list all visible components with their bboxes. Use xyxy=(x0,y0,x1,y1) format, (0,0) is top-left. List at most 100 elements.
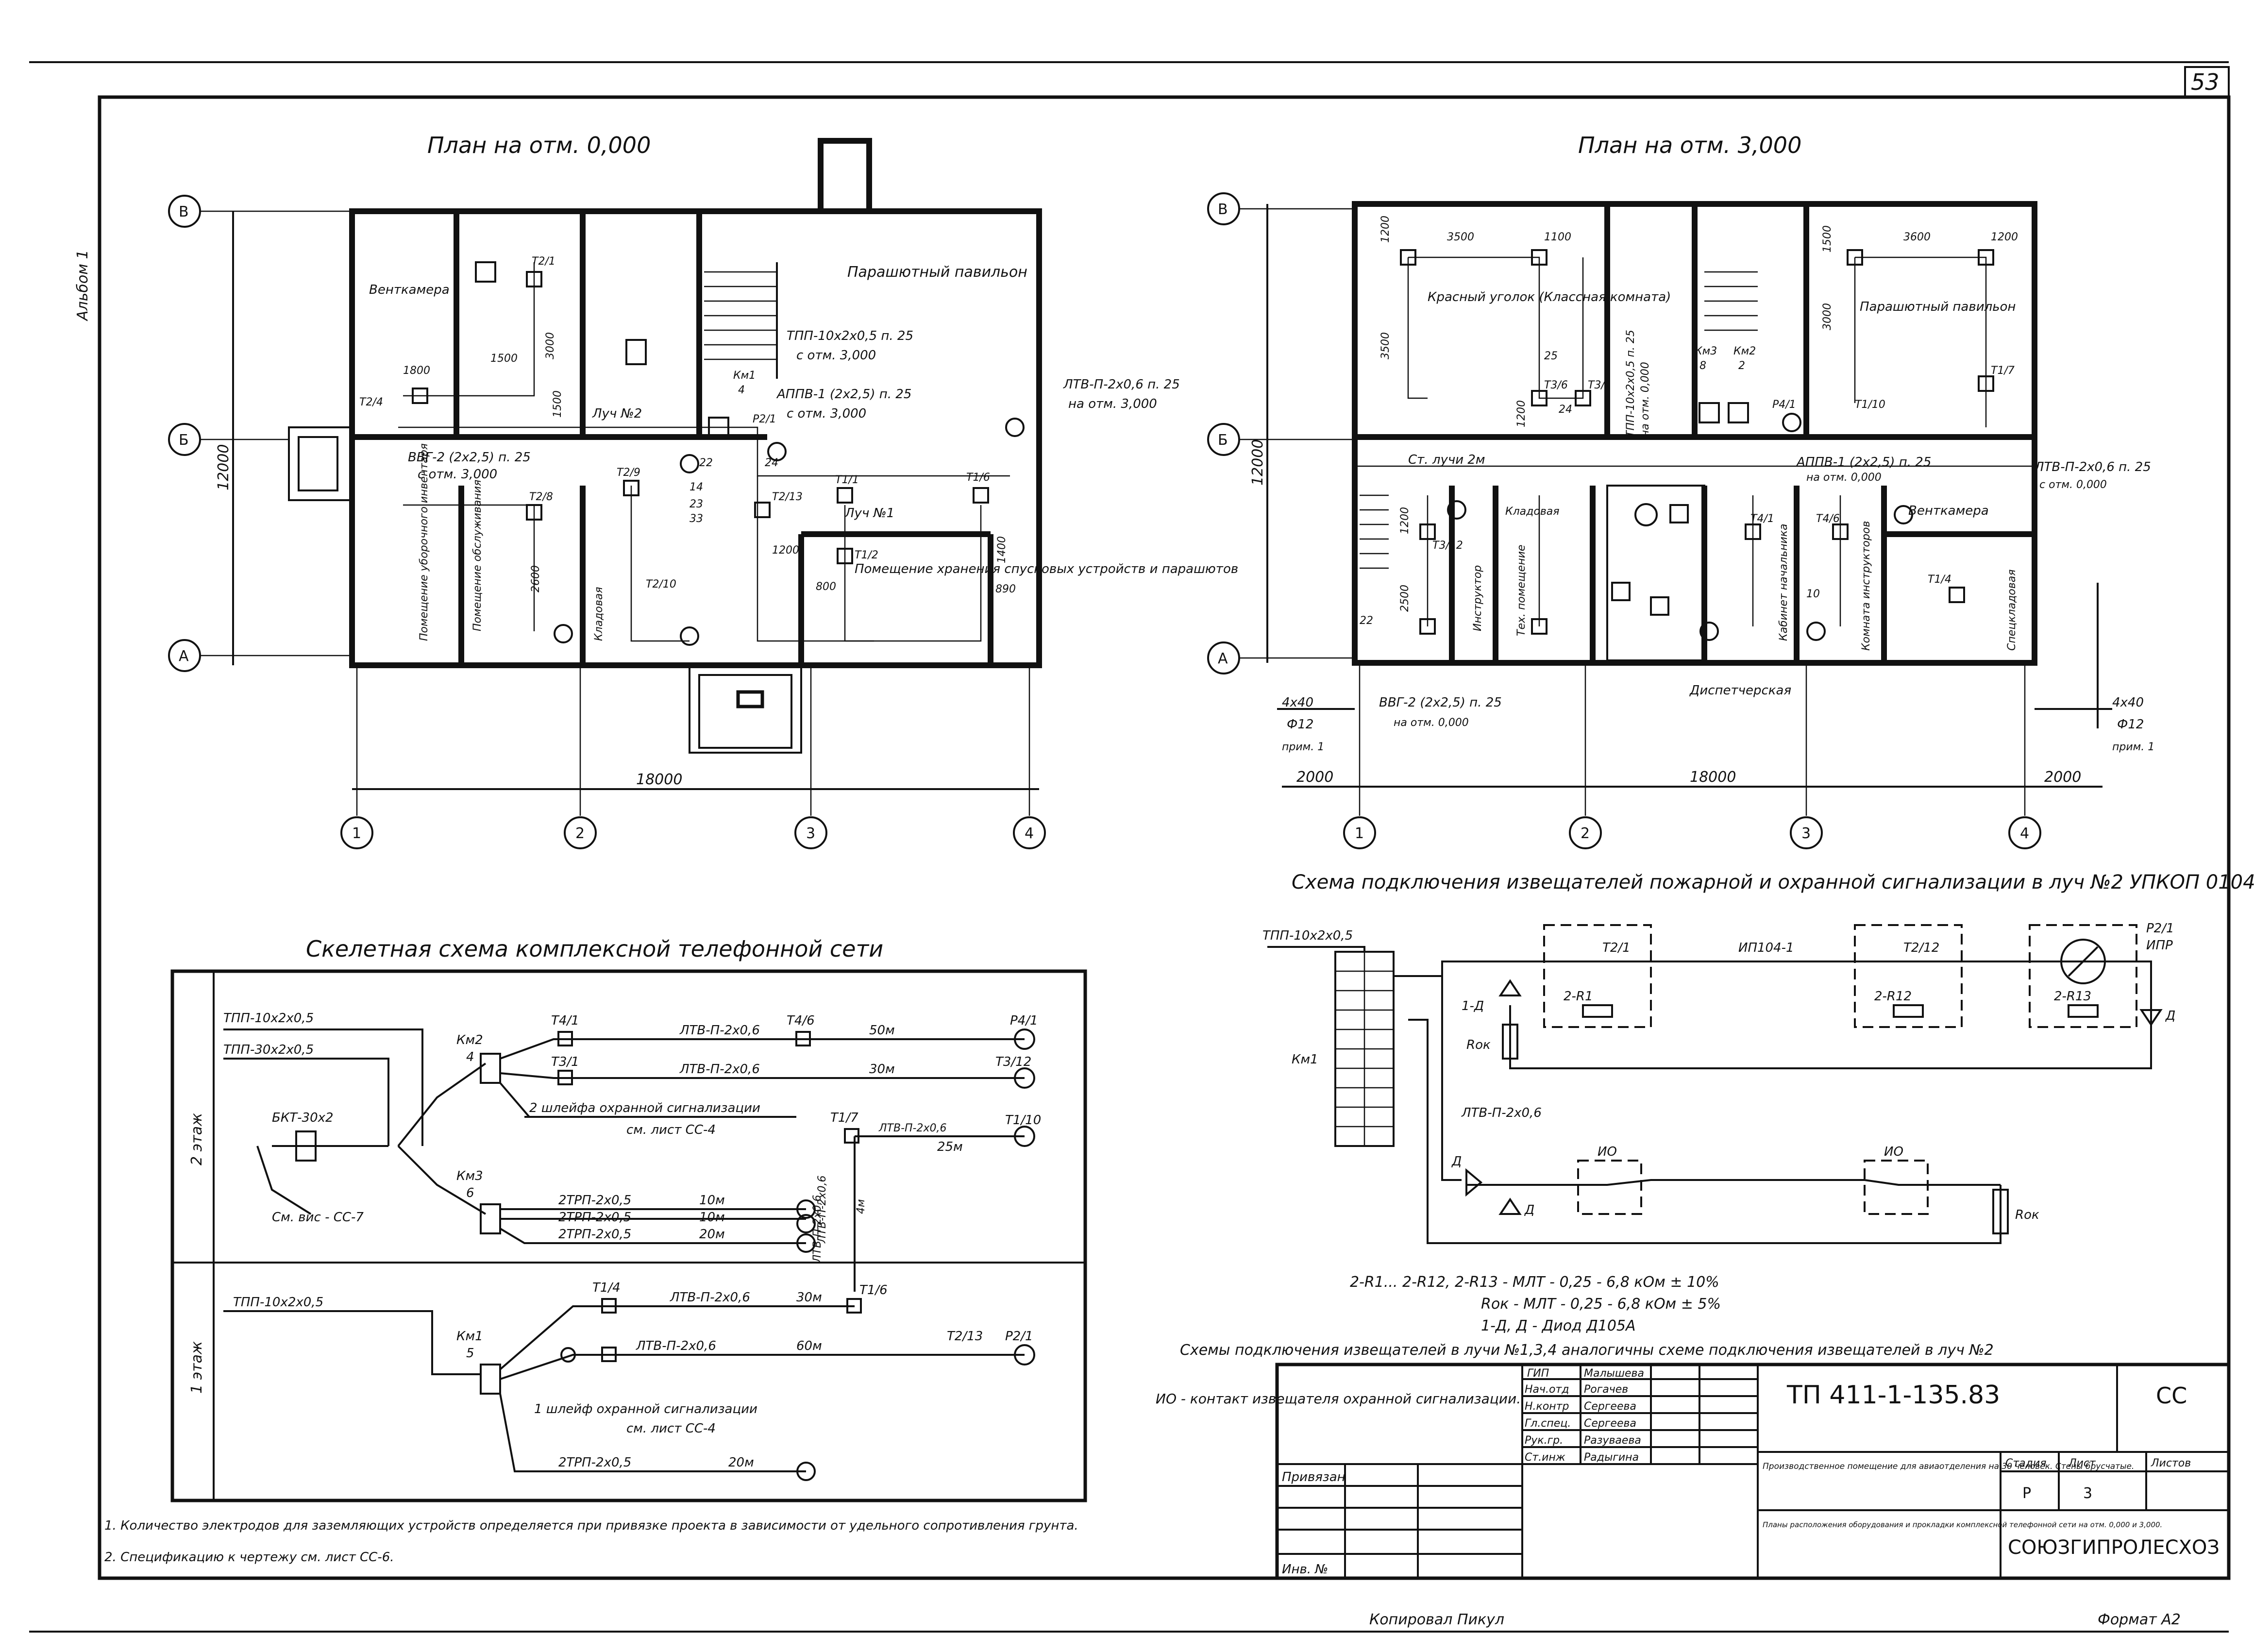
alarm-legend: 2-R1... 2-R12, 2-R13 - МЛТ - 0,25 - 6,8 … xyxy=(1350,1274,1719,1291)
point-label: 4 xyxy=(738,384,745,396)
terminal-label: Т1/6 xyxy=(859,1283,888,1298)
detector-resistor xyxy=(1893,1004,1924,1018)
ground-top-vestibule xyxy=(818,138,872,214)
detector-box xyxy=(1543,924,1652,1028)
cable-label: ЛТВ-П-2х0,6 xyxy=(679,1062,760,1077)
upper-point xyxy=(1575,390,1591,406)
alarm-loop xyxy=(1441,976,1462,1181)
upper-cable-route xyxy=(1408,256,1584,399)
upper-point xyxy=(1650,596,1669,616)
axis-bubble xyxy=(1207,641,1240,674)
room-label: Парашютный павильон xyxy=(1860,300,2016,314)
room-label: Комната инструкторов xyxy=(1860,521,1872,651)
phone-trunk xyxy=(256,1146,312,1215)
object-name: Производственное помещение для авиаотдел… xyxy=(1763,1462,2134,1471)
ground-cable-route xyxy=(403,262,535,397)
dim-label: 3000 xyxy=(1821,303,1833,330)
point-label: Р4/1 xyxy=(1772,399,1796,411)
ground-point xyxy=(623,480,639,496)
axis-label: 1 xyxy=(352,825,361,842)
point-label: 10 xyxy=(1806,588,1820,600)
cable-label: ЛТВ-П-2х0,6 xyxy=(878,1122,947,1134)
upper-point xyxy=(1745,523,1761,540)
cable-label: Луч №2 xyxy=(592,406,642,421)
ground-point-round xyxy=(1005,418,1025,437)
detector-box xyxy=(1854,924,1963,1028)
cable-label: ЛТВ-П-2х0,6 xyxy=(816,1175,828,1244)
dim-label: 1200 xyxy=(1515,400,1528,427)
terminal-socket xyxy=(1014,1126,1035,1147)
point-label: 24 xyxy=(765,457,778,469)
ground-left-porch-inner xyxy=(298,436,338,491)
alarm-label: 2-R1 xyxy=(1564,989,1593,1004)
cable-label: с отм. 0,000 xyxy=(2039,479,2107,491)
point-label: 2 xyxy=(1738,360,1745,372)
ground-fixture xyxy=(475,261,496,283)
copied-by: Копировал Пикул xyxy=(1369,1611,1504,1628)
upper-point xyxy=(1531,390,1548,406)
terminal-box xyxy=(795,1031,811,1046)
ground-dim-width: 18000 xyxy=(636,771,682,788)
role: Ст.инж xyxy=(1525,1451,1565,1464)
dim-label: 890 xyxy=(995,583,1016,595)
alarm-feed xyxy=(1267,946,1365,952)
axis-bubble xyxy=(794,816,827,849)
cable-label: на отм. 3,000 xyxy=(1068,397,1157,411)
role: Нач.отд xyxy=(1525,1383,1569,1396)
point-label: Т1/6 xyxy=(966,472,990,484)
phone-branch xyxy=(499,1228,806,1244)
point-label: Т2/1 xyxy=(532,255,555,268)
role: Гл.спец. xyxy=(1525,1417,1571,1430)
plan-upper-floor: План на отм. 3,000 2000 18000 xyxy=(1207,132,2154,849)
point-label: Т2/13 xyxy=(772,491,803,503)
axis-bubble xyxy=(168,195,201,228)
cable-label: ЛТВ-П-2х0,6 xyxy=(636,1339,716,1353)
scheme-note: см. лист СС-4 xyxy=(626,1421,716,1436)
alarm-label: Д xyxy=(1451,1154,1462,1169)
page-number-box xyxy=(2184,66,2230,98)
axis-label: 2 xyxy=(1581,825,1590,842)
upper-point xyxy=(1419,523,1436,540)
alarm-label: Д xyxy=(2165,1009,2175,1023)
upper-point xyxy=(1611,582,1631,601)
upper-dispatch-block xyxy=(1606,485,1705,661)
cable-label: на отм. 0,000 xyxy=(1394,717,1469,729)
phone-scheme-frame xyxy=(170,969,1087,1502)
sheet-title: Планы расположения оборудования и прокла… xyxy=(1763,1520,2162,1529)
upper-point xyxy=(1978,375,1994,392)
format-label: Формат А2 xyxy=(2098,1611,2181,1628)
terminal-box xyxy=(601,1298,617,1314)
resistor xyxy=(1502,1024,1518,1060)
ground-point xyxy=(754,502,771,518)
box-label: 4 xyxy=(466,1050,474,1064)
ground-bottom-stair xyxy=(689,664,802,754)
floor-label: 1 этаж xyxy=(188,1341,205,1394)
upper-point xyxy=(1531,618,1548,635)
box-label: Км3 xyxy=(456,1169,483,1183)
length-label: 60м xyxy=(796,1339,822,1353)
box-label: Км2 xyxy=(456,1033,483,1047)
dim-label: 1200 xyxy=(772,544,799,556)
terminal-label: Т1/4 xyxy=(592,1281,621,1295)
terminal-label: Т2/13 xyxy=(947,1329,983,1344)
dim-label: 1500 xyxy=(1821,225,1833,253)
sheet-label: Лист xyxy=(2068,1457,2096,1469)
cable-label: Луч №1 xyxy=(844,506,894,521)
terminal-box xyxy=(846,1298,862,1314)
axis-bubble xyxy=(564,816,597,849)
length-label: 30м xyxy=(796,1290,822,1305)
axis-bubble xyxy=(2008,816,2041,849)
ground-point xyxy=(526,504,542,521)
plan-upper-title: План на отм. 3,000 xyxy=(1578,132,1801,158)
cable-label: с отм. 3,000 xyxy=(787,406,866,421)
alarm-label: ИО xyxy=(1884,1145,1903,1159)
role: ГИП xyxy=(1527,1367,1549,1380)
axis-label: 1 xyxy=(1355,825,1364,842)
stage-label: Стадия xyxy=(2005,1457,2046,1469)
diode xyxy=(1465,1168,1483,1197)
cable-label: ТПП-10х2х0,5 п. 25 xyxy=(787,329,913,343)
cable-label: ТПП-10х2х0,5 xyxy=(223,1011,314,1026)
axis-bubble xyxy=(340,816,373,849)
upper-cable-route xyxy=(1855,256,1987,427)
cable-label: ЛТВ-П-2х0,6 xyxy=(811,1195,824,1263)
